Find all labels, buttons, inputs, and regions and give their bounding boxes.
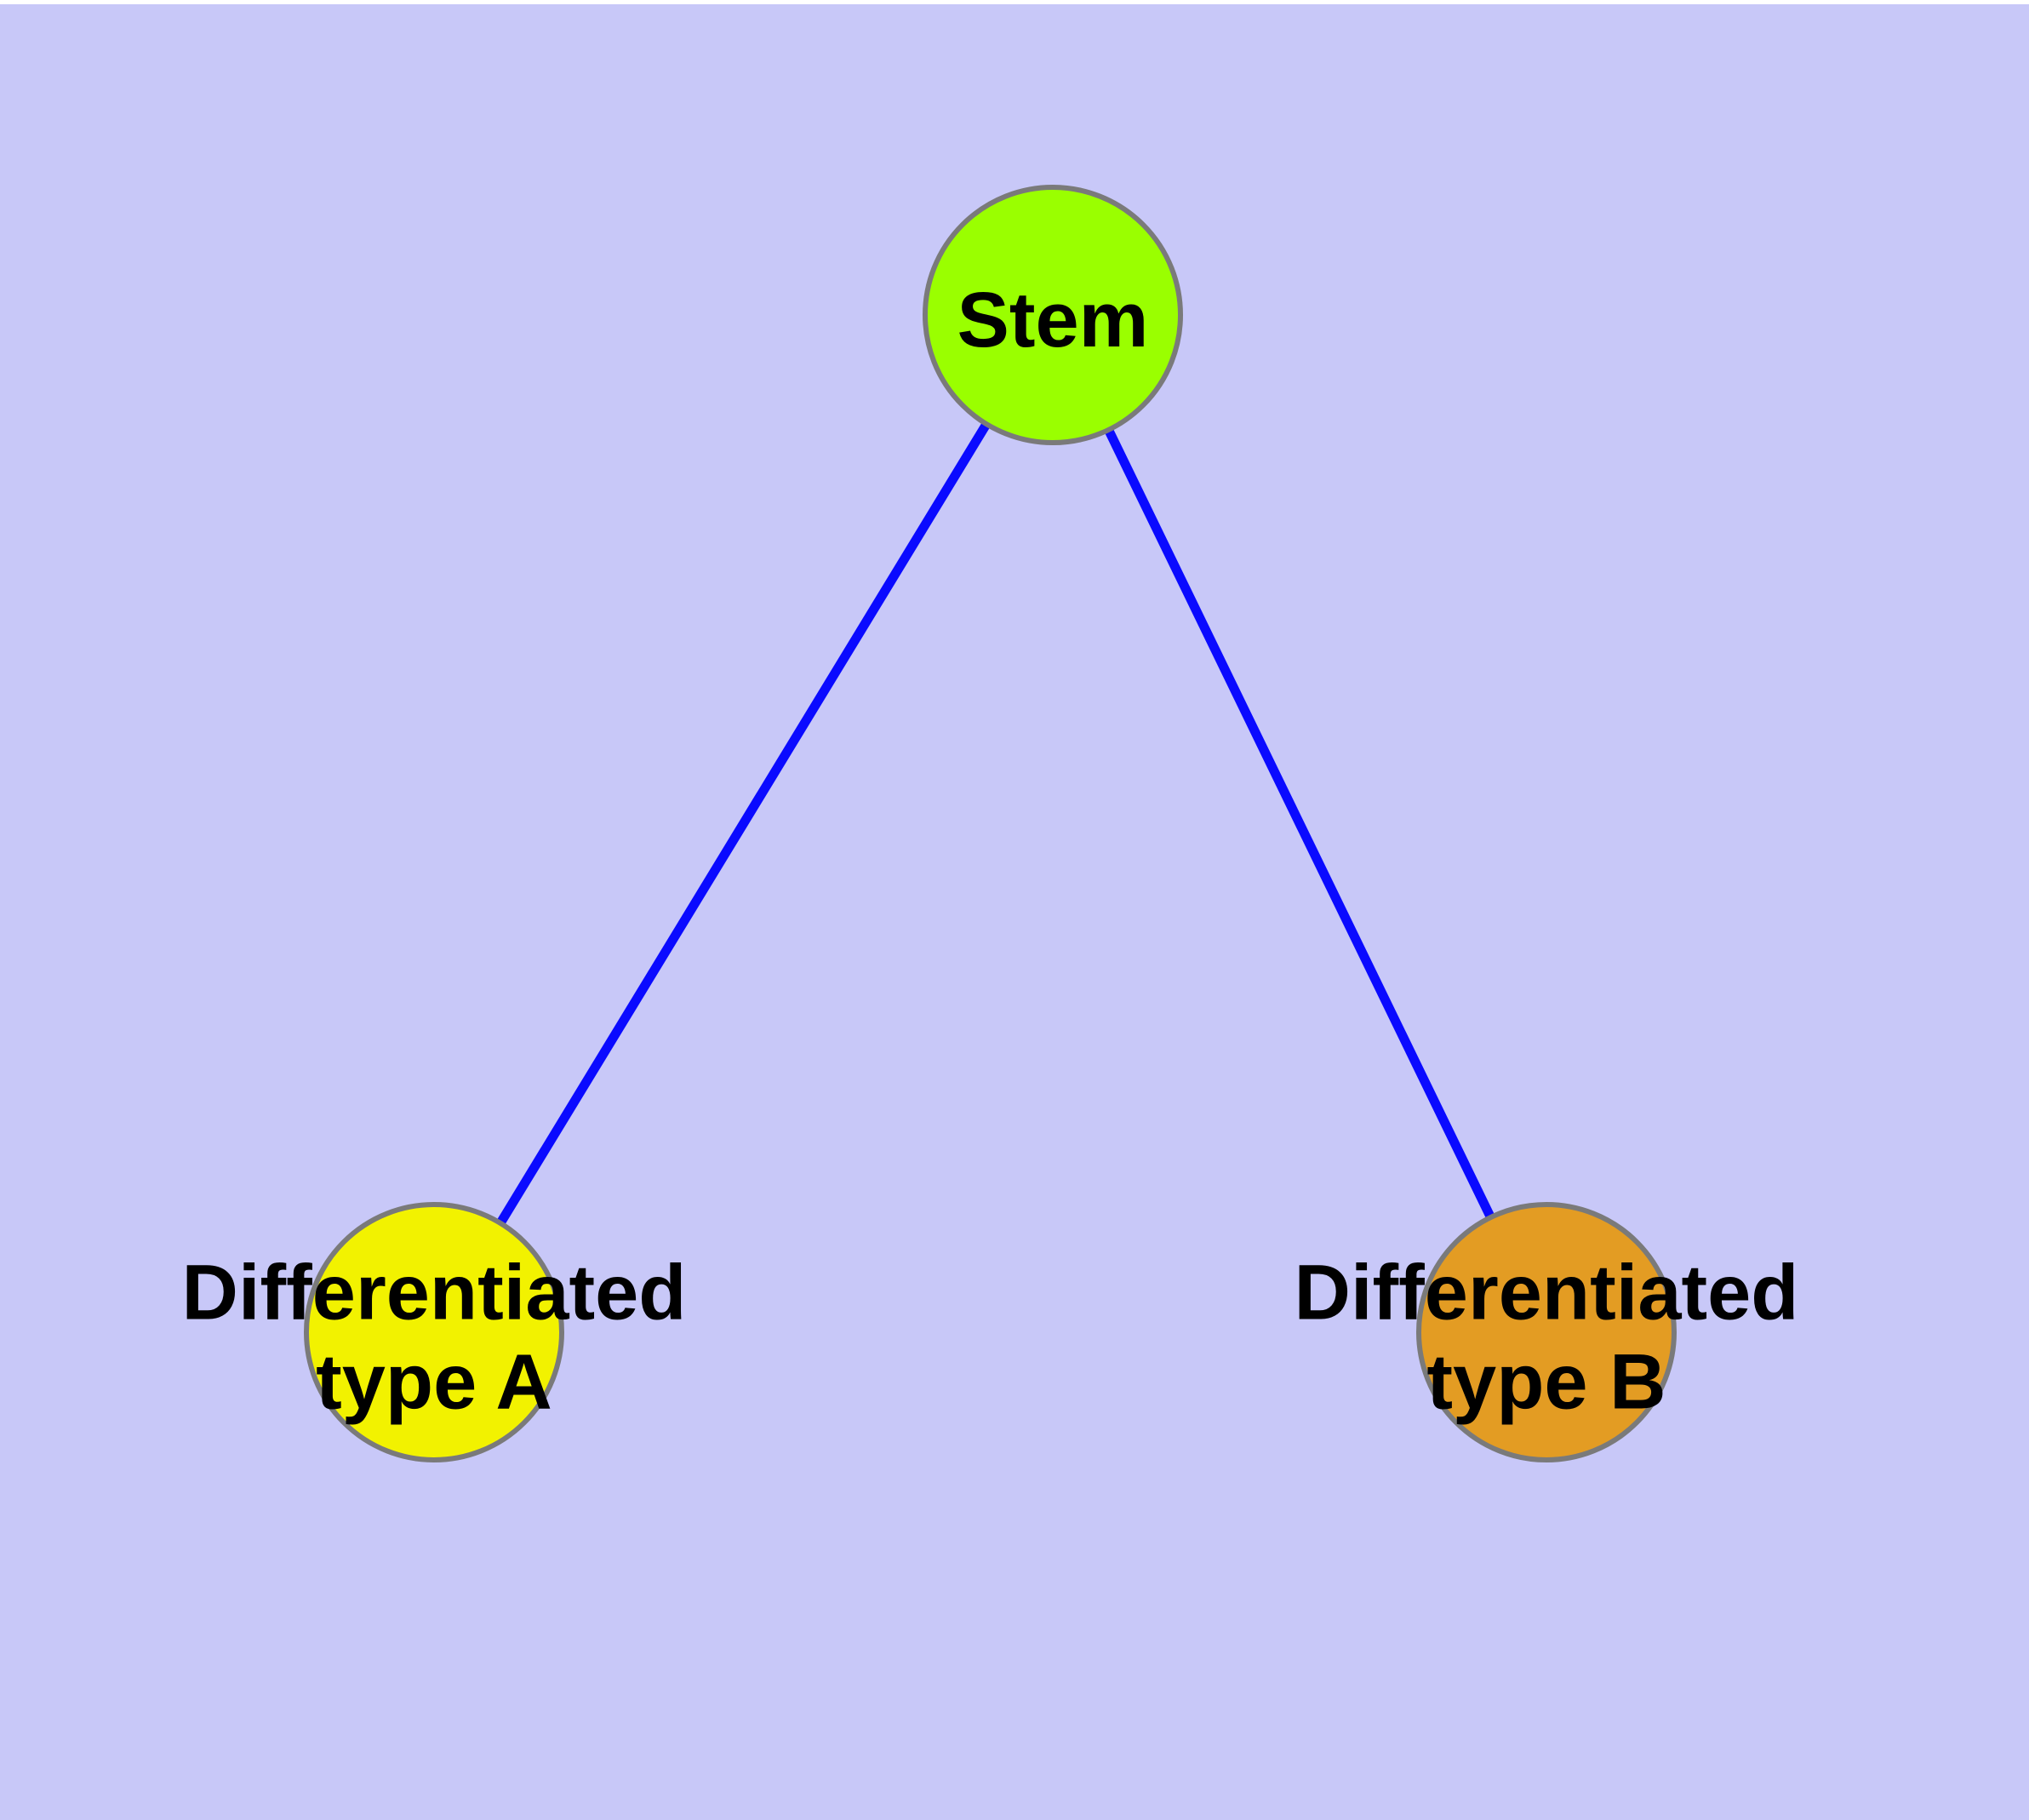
nodes-layer (304, 185, 1677, 1462)
node-label-line: Differentiated (1295, 1249, 1799, 1336)
node-label-line: Stem (957, 277, 1149, 363)
node-differentiated-type-a (304, 1202, 564, 1462)
node-label-line: type A (316, 1338, 552, 1425)
node-label-line: type B (1426, 1338, 1666, 1425)
node-differentiated-type-b (1416, 1202, 1677, 1462)
node-label-stem: Stem (957, 277, 1149, 363)
node-label-line: Differentiated (182, 1249, 687, 1336)
edges-layer (430, 312, 1551, 1335)
edge-stem-to-differentiated-type-a (430, 312, 1057, 1335)
edge-stem-to-differentiated-type-b (1049, 312, 1551, 1335)
top-margin-strip (0, 0, 2029, 4)
node-stem (923, 185, 1183, 445)
